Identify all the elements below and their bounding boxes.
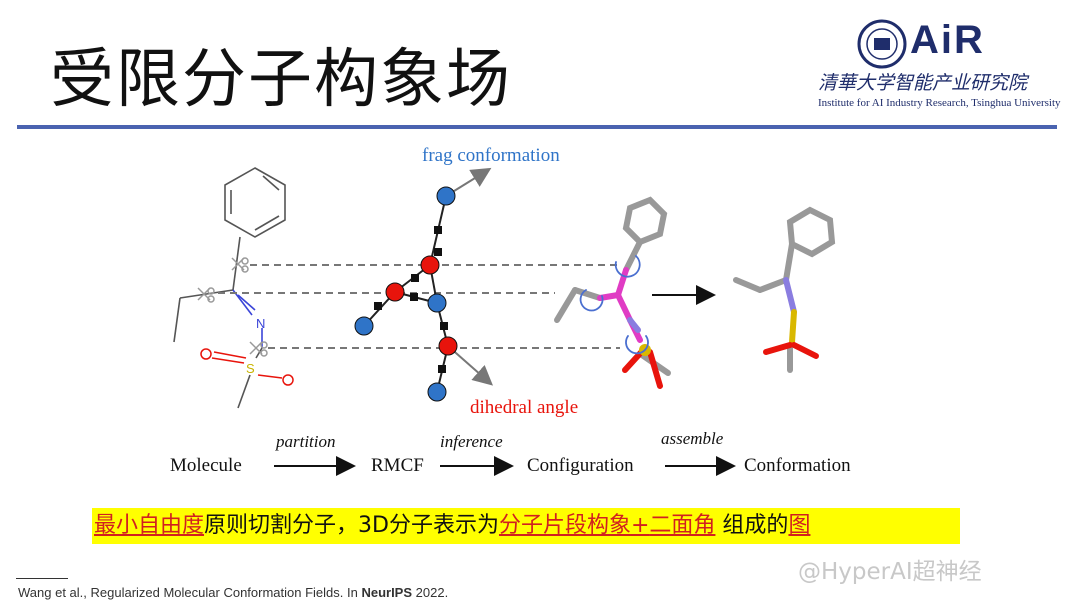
label-inference: inference xyxy=(440,432,503,451)
caption-text-1: 原则切割分子，3D分子表示为 xyxy=(204,513,499,538)
dihedral-node xyxy=(420,255,440,275)
footnote-venue: NeurIPS xyxy=(361,585,413,600)
label-partition: partition xyxy=(275,432,336,451)
logo-org-cn: 清華大学智能产业研究院 xyxy=(818,72,1028,94)
summary-caption: 最小自由度原则切割分子，3D分子表示为分子片段构象+二面角 组成的图 xyxy=(92,508,960,544)
step-molecule: Molecule xyxy=(170,455,242,476)
frag-conformation-label: frag conformation xyxy=(422,145,560,166)
caption-graph: 图 xyxy=(788,513,811,538)
footnote-text: Wang et al., Regularized Molecular Confo… xyxy=(18,585,362,600)
footnote-year: 2022. xyxy=(412,585,449,600)
logo: AiR 清華大学智能产业研究院 Institute for AI Industr… xyxy=(810,16,1061,116)
frag-node xyxy=(427,382,447,402)
nitrogen-atom-label: N xyxy=(256,316,265,331)
dihedral-node xyxy=(385,282,405,302)
step-rmcf: RMCF xyxy=(371,455,424,476)
frag-node xyxy=(354,316,374,336)
oxygen-atom-1 xyxy=(200,348,212,360)
configuration-model xyxy=(554,196,671,389)
step-configuration: Configuration xyxy=(527,455,634,476)
footnote-rule xyxy=(16,578,68,579)
molecule-skeleton xyxy=(173,167,286,409)
label-assemble: assemble xyxy=(661,429,724,448)
conformation-model xyxy=(733,206,836,373)
frag-node xyxy=(436,186,456,206)
logo-org-en: Institute for AI Industry Research, Tsin… xyxy=(818,97,1061,109)
pipeline: Molecule partition RMCF inference Config… xyxy=(170,429,851,476)
caption-text-2: 组成的 xyxy=(715,513,789,538)
dihedral-angle-label: dihedral angle xyxy=(470,397,578,418)
footnote: Wang et al., Regularized Molecular Confo… xyxy=(18,585,448,600)
title-divider xyxy=(17,125,1057,129)
tsinghua-seal-icon xyxy=(857,19,907,69)
rmcf-diagram: N S xyxy=(170,145,851,476)
caption-frag-conf: 分子片段构象 xyxy=(498,513,631,538)
air-logo-text: AiR xyxy=(910,18,985,62)
caption-min-dof: 最小自由度 xyxy=(94,513,205,538)
slide-title: 受限分子构象场 xyxy=(50,43,512,117)
scissors-icon xyxy=(197,257,268,357)
rmcf-graph xyxy=(354,167,494,402)
watermark: @HyperAI超神经 xyxy=(798,559,982,585)
sulfur-atom-label: S xyxy=(246,361,255,376)
frag-node xyxy=(427,293,447,313)
caption-plus: + xyxy=(630,513,650,538)
caption-dihedral: 二面角 xyxy=(649,513,716,538)
dihedral-node xyxy=(438,336,458,356)
oxygen-atom-2 xyxy=(282,374,294,386)
step-conformation: Conformation xyxy=(744,455,851,476)
